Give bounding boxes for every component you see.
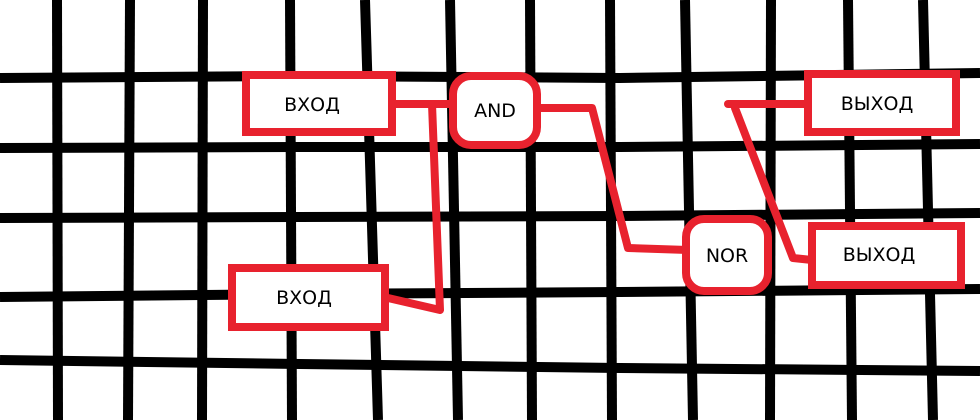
wire-crossover-to-output-bottom <box>731 104 816 264</box>
input-top-box: ВХОД <box>242 71 396 136</box>
grid-line-v <box>843 0 857 420</box>
grid-line-v <box>360 0 383 420</box>
grid-line-v <box>680 0 698 420</box>
grid-line-v <box>123 0 135 420</box>
wire-and-to-nor <box>534 104 692 254</box>
grid-line-h <box>0 139 980 153</box>
output-top-box: ВЫХОД <box>804 70 960 136</box>
grid-line-v <box>918 0 938 420</box>
and-gate-label: AND <box>474 100 516 122</box>
grid-line-v <box>285 0 297 420</box>
output-bottom-box: ВЫХОД <box>808 222 965 289</box>
output-bottom-label: ВЫХОД <box>843 244 916 266</box>
input-bottom-label: ВХОД <box>276 287 332 309</box>
grid-line-v <box>525 0 537 420</box>
grid-line-v <box>52 0 63 420</box>
nor-gate: NOR <box>682 215 772 295</box>
input-bottom-box: ВХОД <box>228 264 389 331</box>
input-top-label: ВХОД <box>284 94 340 116</box>
output-top-label: ВЫХОД <box>841 93 914 115</box>
grid-line-v <box>605 0 617 420</box>
and-gate: AND <box>449 72 541 149</box>
nor-gate-label: NOR <box>706 245 748 267</box>
grid-line-h <box>0 208 980 223</box>
wire-input-bottom-to-and <box>384 100 444 314</box>
connector-wires <box>384 100 816 314</box>
grid-line-h <box>0 284 980 302</box>
grid-line-h <box>0 355 980 376</box>
grid-line-v <box>197 0 208 420</box>
grid-line-v <box>445 0 463 420</box>
